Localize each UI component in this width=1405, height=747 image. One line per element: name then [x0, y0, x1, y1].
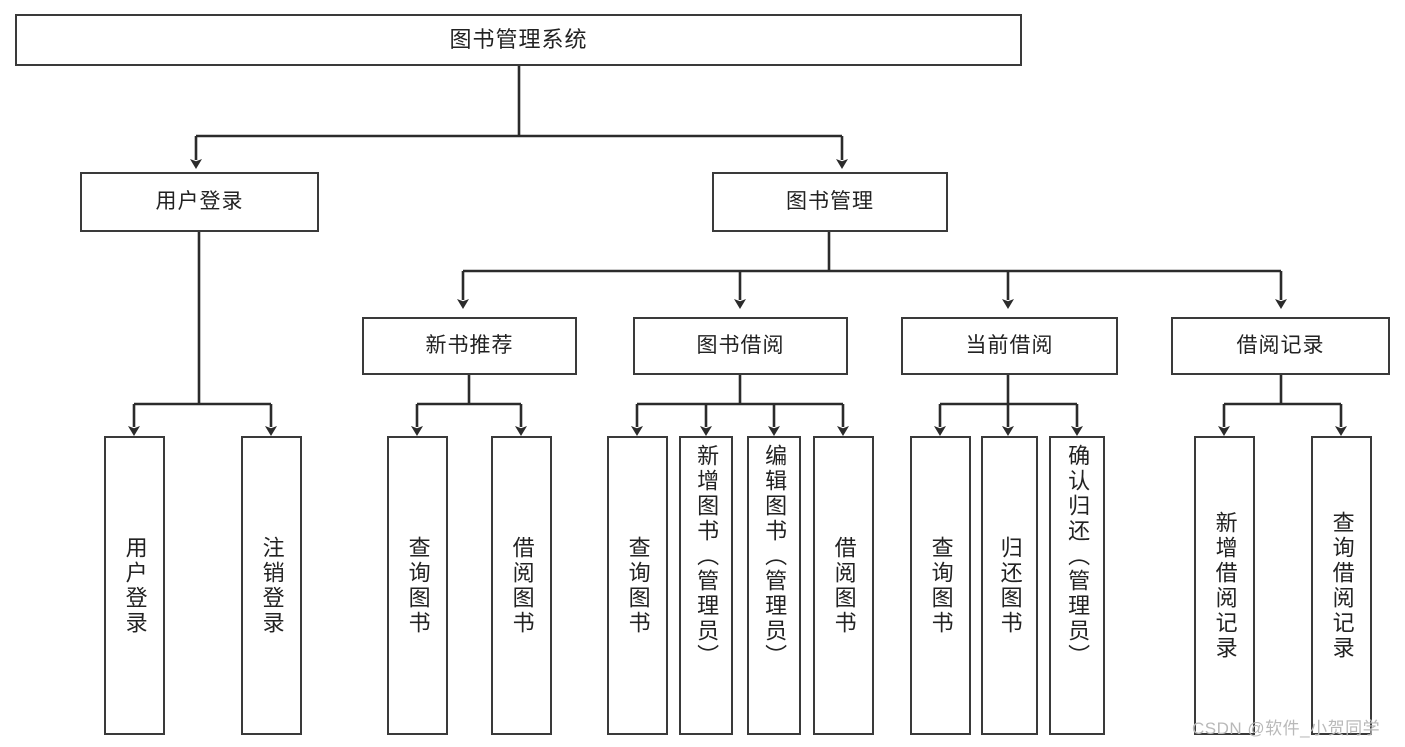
- leaf-user-login-login[interactable]: 用户登录: [104, 436, 165, 735]
- node-user-login[interactable]: 用户登录: [80, 172, 319, 232]
- node-label: 借阅记录: [1236, 333, 1325, 357]
- node-label: 图书管理: [786, 189, 874, 213]
- node-label: 查询图书: [405, 535, 431, 636]
- node-label: 查询借阅记录: [1329, 510, 1355, 661]
- node-label: 新增借阅记录: [1212, 510, 1238, 661]
- leaf-book-borrow-borrow[interactable]: 借阅图书: [813, 436, 874, 735]
- node-root-system[interactable]: 图书管理系统: [15, 14, 1022, 66]
- node-new-book-recommend[interactable]: 新书推荐: [362, 317, 577, 375]
- leaf-new-book-query[interactable]: 查询图书: [387, 436, 448, 735]
- node-label: 编辑图书（管理员）: [762, 444, 788, 669]
- node-borrow-record[interactable]: 借阅记录: [1171, 317, 1390, 375]
- node-label: 新增图书（管理员）: [694, 444, 720, 669]
- leaf-book-borrow-query[interactable]: 查询图书: [607, 436, 668, 735]
- node-label: 查询图书: [928, 535, 954, 636]
- node-label: 归还图书: [997, 535, 1023, 636]
- node-label: 借阅图书: [509, 535, 535, 636]
- leaf-borrow-record-add[interactable]: 新增借阅记录: [1194, 436, 1255, 735]
- node-label: 图书借阅: [696, 333, 785, 357]
- csdn-watermark: CSDN @软件_小贺同学: [1192, 719, 1381, 738]
- node-current-borrow[interactable]: 当前借阅: [901, 317, 1118, 375]
- leaf-current-borrow-query[interactable]: 查询图书: [910, 436, 971, 735]
- leaf-new-book-borrow[interactable]: 借阅图书: [491, 436, 552, 735]
- node-label: 新书推荐: [425, 333, 514, 357]
- leaf-current-borrow-return[interactable]: 归还图书: [981, 436, 1038, 735]
- node-label: 图书管理系统: [449, 27, 588, 53]
- leaf-user-login-logout[interactable]: 注销登录: [241, 436, 302, 735]
- node-book-management[interactable]: 图书管理: [712, 172, 948, 232]
- node-label: 当前借阅: [965, 333, 1054, 357]
- node-label: 借阅图书: [831, 535, 857, 636]
- leaf-borrow-record-query[interactable]: 查询借阅记录: [1311, 436, 1372, 735]
- node-label: 用户登录: [122, 535, 148, 636]
- leaf-book-borrow-add[interactable]: 新增图书（管理员）: [679, 436, 733, 735]
- node-label: 注销登录: [259, 535, 285, 636]
- leaf-book-borrow-edit[interactable]: 编辑图书（管理员）: [747, 436, 801, 735]
- node-book-borrow[interactable]: 图书借阅: [633, 317, 848, 375]
- leaf-current-borrow-confirm-return[interactable]: 确认归还（管理员）: [1049, 436, 1105, 735]
- node-label: 用户登录: [155, 189, 244, 213]
- node-label: 确认归还（管理员）: [1065, 444, 1091, 669]
- node-label: 查询图书: [625, 535, 651, 636]
